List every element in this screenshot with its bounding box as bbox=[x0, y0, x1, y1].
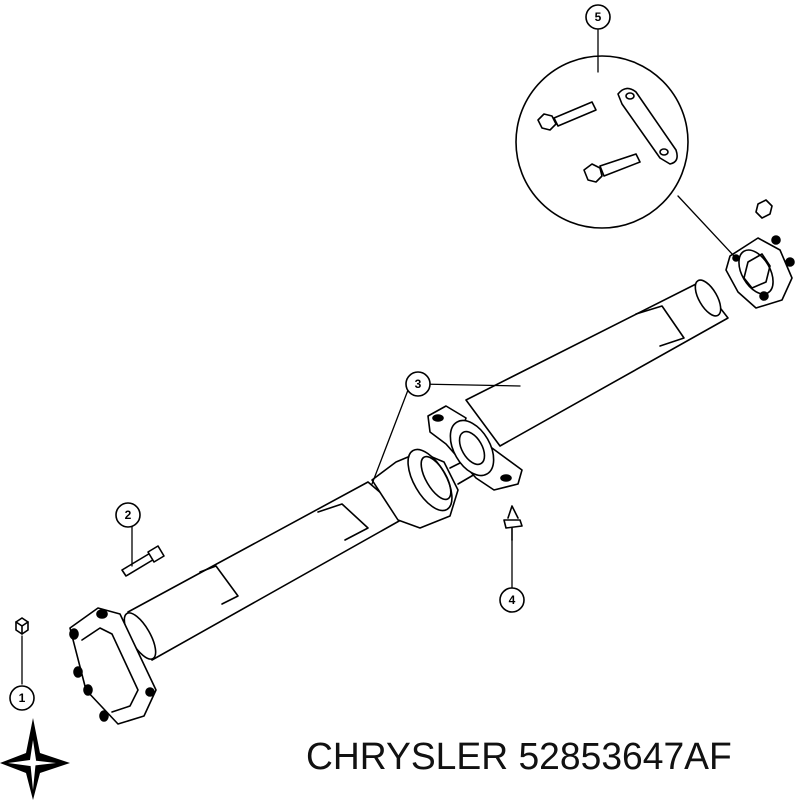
callout-number: 1 bbox=[19, 691, 26, 705]
center-bearing-bracket bbox=[427, 405, 523, 491]
callout-1: 1 bbox=[9, 685, 35, 711]
callout-4: 4 bbox=[499, 587, 525, 613]
callout-3: 3 bbox=[405, 371, 431, 397]
part-number-label: CHRYSLER 52853647AF bbox=[306, 736, 732, 778]
bolt-part-2 bbox=[121, 545, 165, 577]
rear-flange bbox=[725, 235, 795, 309]
detail-view-part-5 bbox=[515, 55, 689, 229]
chrysler-star-icon bbox=[0, 718, 70, 800]
callout-5: 5 bbox=[585, 4, 611, 30]
callout-2: 2 bbox=[115, 502, 141, 528]
front-flange bbox=[69, 607, 157, 725]
bolt-part-4 bbox=[503, 505, 523, 541]
drive-shaft-tube-rear bbox=[465, 279, 729, 447]
nut-rear-flange bbox=[755, 199, 773, 219]
nut-part-1 bbox=[15, 617, 29, 635]
callout-number: 3 bbox=[415, 377, 422, 391]
callout-number: 5 bbox=[595, 10, 602, 24]
drive-shaft-tube-front bbox=[123, 481, 409, 661]
leader-lines bbox=[21, 29, 735, 685]
callout-number: 2 bbox=[125, 508, 132, 522]
callout-number: 4 bbox=[509, 593, 516, 607]
